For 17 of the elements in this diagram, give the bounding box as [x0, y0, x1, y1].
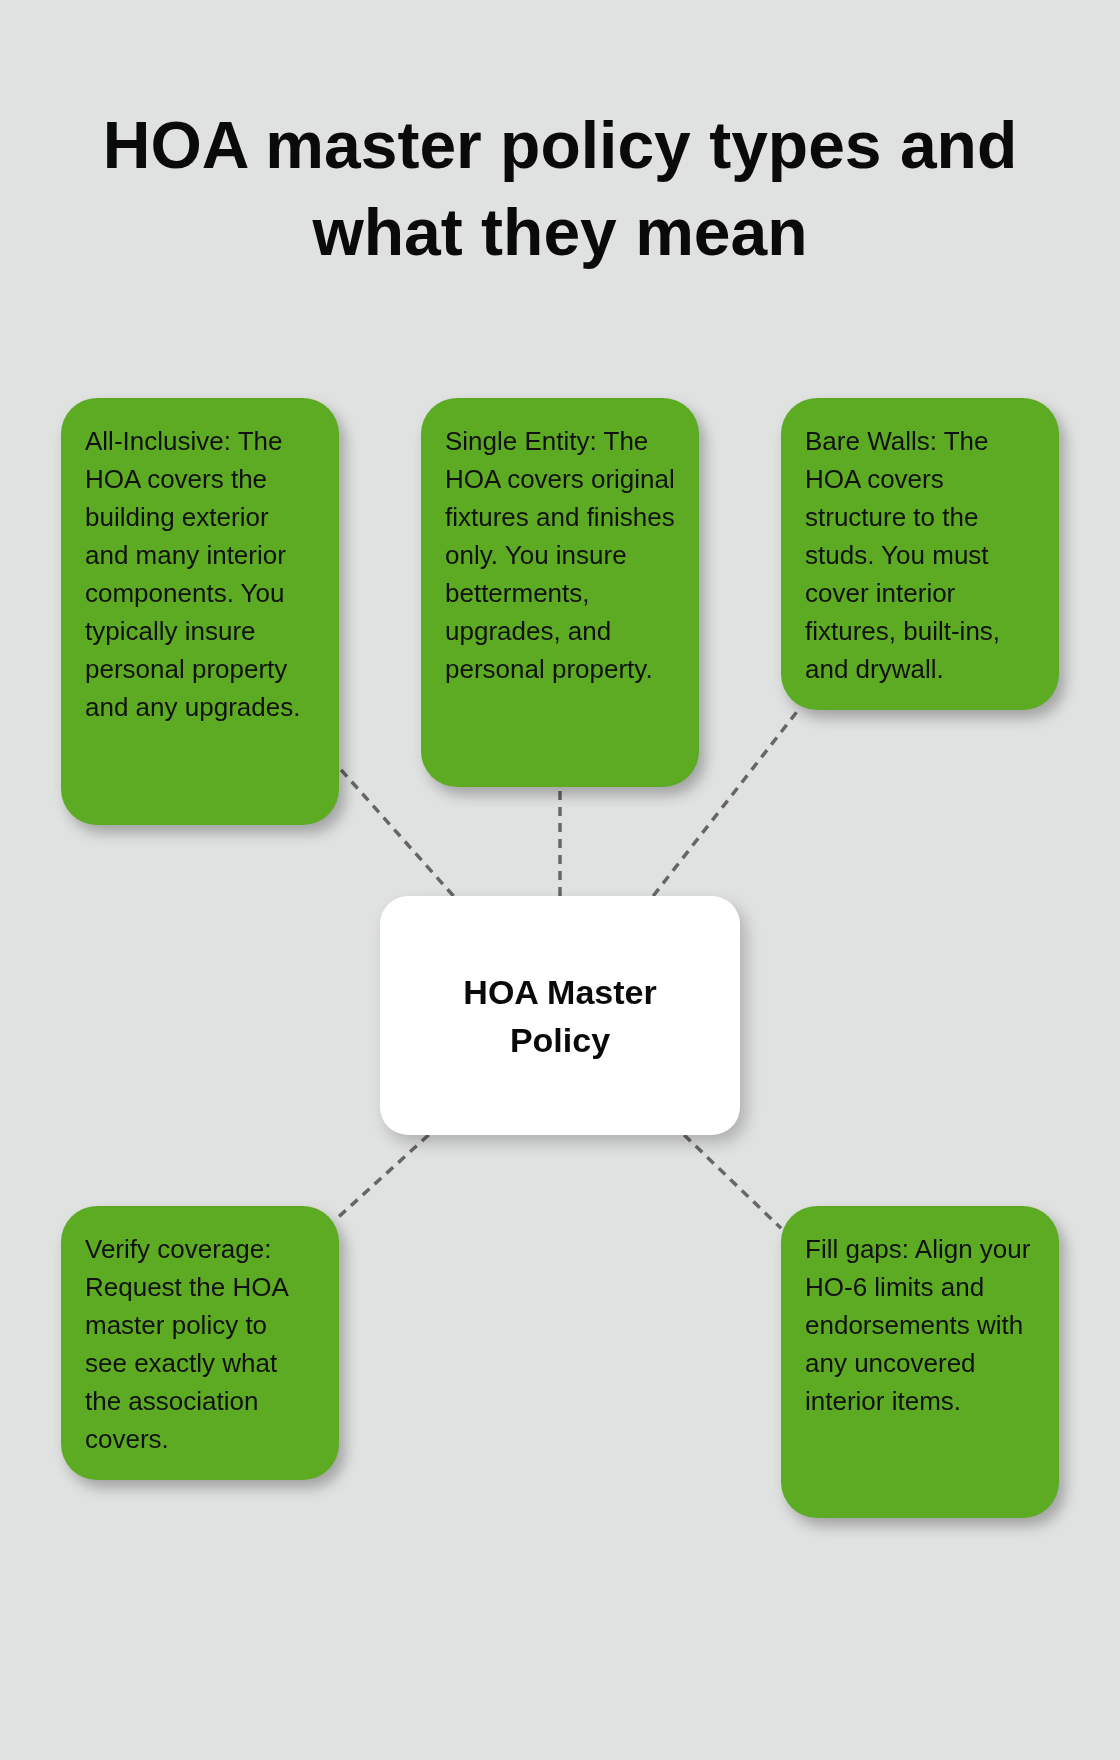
connector-line — [683, 1133, 783, 1230]
center-card — [380, 896, 740, 1135]
connector-line — [337, 1133, 430, 1218]
card-text: Fill gaps: Align your HO-6 limits and endorsements with any uncovered interior items. — [805, 1233, 1032, 1418]
connector-line — [651, 708, 800, 898]
card-heading: HOA Master Policy — [462, 971, 658, 1061]
card-text: All-Inclusive: The HOA covers the building exterior and many interior components. You typically insure personal property and any upgrades. — [85, 425, 302, 724]
info-card — [61, 1206, 339, 1480]
title: HOA master policy types and what they mean — [101, 107, 1019, 271]
card-text: Single Entity: The HOA covers original fixtures and finishes only. You insure betterments, upgrades, and personal property. — [445, 425, 675, 686]
card-text: Bare Walls: The HOA covers structure to the studs. You must cover interior fixtures, built-ins, and drywall. — [805, 425, 1002, 686]
card-text: Verify coverage: Request the HOA master policy to see exactly what the association covers. — [85, 1233, 289, 1456]
info-card — [61, 398, 339, 825]
info-card — [781, 398, 1059, 710]
info-card — [421, 398, 699, 787]
info-card — [781, 1206, 1059, 1518]
connector-line — [337, 766, 455, 898]
